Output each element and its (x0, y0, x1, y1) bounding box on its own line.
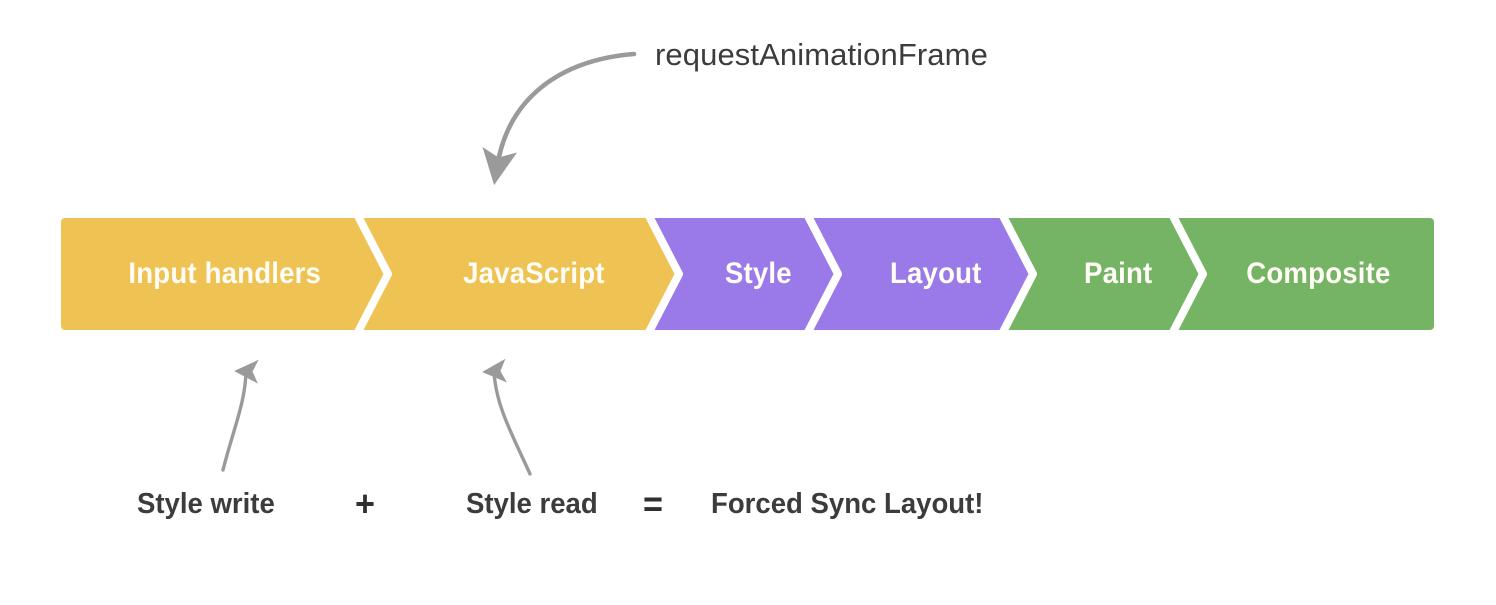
pipeline-stage-separator (354, 218, 392, 330)
equals-operator: = (643, 483, 663, 524)
raf-curved-arrow (482, 51, 637, 186)
pipeline-stage-separator (804, 218, 842, 330)
pipeline-stage-label: Input handlers (128, 257, 321, 290)
pipeline-stage-composite: Composite (1173, 218, 1434, 330)
equation-term-style-read: Style read (466, 488, 598, 520)
pipeline-stage-layout: Layout (808, 218, 1033, 330)
pipeline-stage-separator (1169, 218, 1207, 330)
rendering-pipeline-bar: Input handlers JavaScript Style Layout Paint… (61, 218, 1434, 330)
equation-term-style-write: Style write (137, 488, 275, 520)
pipeline-stage-separator (999, 218, 1037, 330)
pipeline-stage-separator (645, 218, 683, 330)
pipeline-stage-input-handlers: Input handlers (61, 218, 388, 330)
style-write-arrow (221, 359, 259, 472)
plus-operator: + (355, 483, 375, 524)
style-read-arrow (482, 358, 532, 476)
pipeline-stage-label: Style (725, 257, 792, 290)
pipeline-stage-label: Paint (1083, 257, 1153, 290)
pipeline-stage-javascript: JavaScript (358, 218, 679, 330)
equation-term-forced-sync-layout-: Forced Sync Layout! (711, 488, 984, 520)
pipeline-stage-label: Layout (889, 257, 982, 290)
pipeline-stage-label: Composite (1246, 257, 1391, 290)
pipeline-stage-label: JavaScript (462, 257, 605, 290)
request-animation-frame-label: requestAnimationFrame (655, 37, 988, 72)
forced-sync-layout-equation: Style write + Style read = Forced Sync Layou… (0, 482, 1496, 526)
